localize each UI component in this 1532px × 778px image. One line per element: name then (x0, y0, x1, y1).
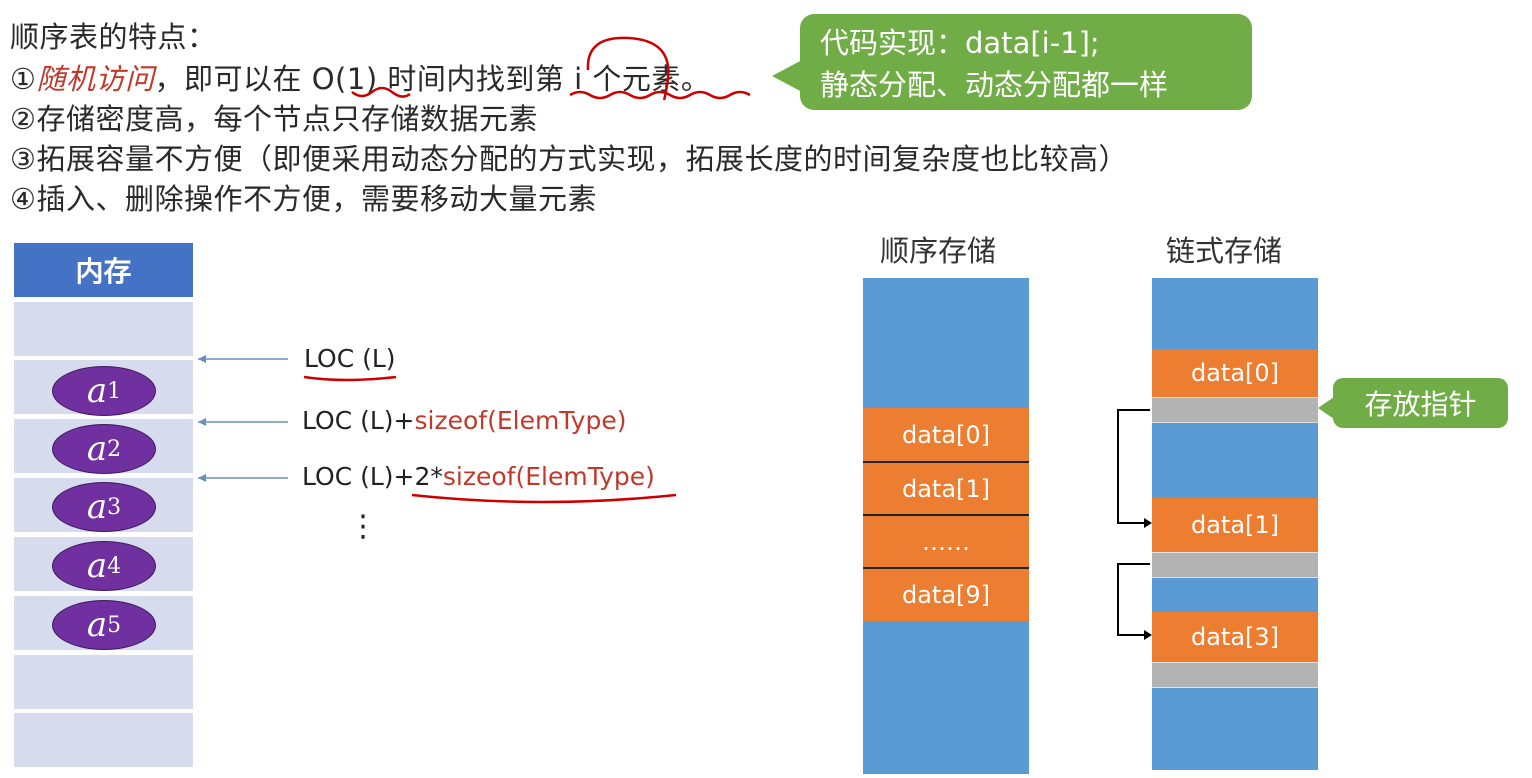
feature-4-number: ④ (10, 182, 37, 216)
element-a1-base: a (86, 371, 108, 411)
feature-2-text: 存储密度高，每个节点只存储数据元素 (36, 102, 539, 136)
element-a4-base: a (86, 546, 108, 586)
cell-divider (863, 567, 1029, 569)
pointer-arrow-1 (1117, 409, 1150, 524)
element-a5-base: a (86, 605, 108, 645)
element-a3-base: a (86, 487, 108, 527)
address-loc-2: LOC (L)+2*sizeof(ElemType) (302, 462, 655, 491)
cell-divider (863, 461, 1029, 463)
pointer-arrows (1117, 409, 1152, 640)
feature-3-number: ③ (10, 142, 37, 176)
element-a2-sub: 2 (107, 436, 122, 462)
memory-cell (14, 655, 193, 711)
element-a1-sub: 1 (107, 378, 122, 404)
pointer-callout: 存放指针 (1333, 378, 1508, 428)
address-loc-2-prefix: LOC (L)+2* (302, 462, 443, 491)
memory-header: 内存 (14, 243, 193, 297)
callout-line-1: 代码实现：data[i-1]; (820, 22, 1252, 64)
feature-4-text: 插入、删除操作不方便，需要移动大量元素 (36, 182, 598, 216)
sequential-storage-title: 顺序存储 (880, 234, 997, 268)
cell-divider (863, 514, 1029, 516)
pointer-callout-tail (1318, 397, 1334, 419)
code-callout: 代码实现：data[i-1]; 静态分配、动态分配都一样 (800, 14, 1252, 110)
element-a5-sub: 5 (107, 612, 122, 638)
element-a2-base: a (86, 429, 108, 469)
underline-sizeof (411, 493, 677, 504)
memory-cell (14, 302, 193, 358)
pointer-cell (1152, 552, 1318, 578)
memory-cell (14, 713, 193, 769)
callout-line-2: 静态分配、动态分配都一样 (820, 68, 1169, 102)
underline-o1 (351, 86, 411, 98)
pointer-cell (1152, 397, 1318, 423)
circle-ith-element (586, 36, 670, 101)
address-loc-1: LOC (L)+sizeof(ElemType) (302, 406, 626, 435)
sequential-cell: data[1] (863, 463, 1029, 515)
feature-3-text: 拓展容量不方便（即便采用动态分配的方式实现，拓展长度的时间复杂度也比较高） (36, 142, 1129, 176)
pointer-cell (1152, 662, 1318, 688)
linked-data-cell: data[1] (1152, 498, 1318, 552)
sequential-cell: data[0] (863, 408, 1029, 462)
page-heading: 顺序表的特点： (10, 20, 217, 54)
address-ellipsis: ⋮ (348, 509, 378, 544)
feature-1-number: ① (10, 62, 37, 96)
address-loc-1-sizeof: sizeof(ElemType) (414, 406, 627, 435)
element-a3-sub: 3 (107, 494, 122, 520)
linked-data-cell: data[0] (1152, 349, 1318, 397)
feature-1-highlight: 随机访问 (36, 62, 155, 96)
linked-data-cell: data[3] (1152, 612, 1318, 662)
feature-2-number: ② (10, 102, 37, 136)
feature-1: ①随机访问，即可以在 O(1) 时间内找到第 i 个元素。 (10, 56, 710, 98)
callout-label: 代码实现： (820, 26, 966, 60)
address-loc-0: LOC (L) (304, 344, 396, 373)
feature-1-text: ，即可以在 O(1) 时间内找到第 i 个元素。 (154, 62, 711, 96)
underline-loc (303, 375, 397, 382)
underline-find-element (569, 90, 751, 100)
sequential-cell: data[9] (863, 569, 1029, 621)
pointer-arrow-2 (1117, 563, 1150, 636)
address-loc-2-sizeof: sizeof(ElemType) (442, 462, 655, 491)
feature-2: ②存储密度高，每个节点只存储数据元素 (10, 96, 538, 138)
feature-4: ④插入、删除操作不方便，需要移动大量元素 (10, 176, 597, 218)
callout-code: data[i-1]; (965, 26, 1100, 60)
linked-storage-title: 链式存储 (1166, 234, 1283, 268)
address-loc-1-prefix: LOC (L)+ (302, 406, 415, 435)
callout-tail (772, 60, 802, 92)
feature-3: ③拓展容量不方便（即便采用动态分配的方式实现，拓展长度的时间复杂度也比较高） (10, 136, 1128, 178)
sequential-cell: …… (863, 516, 1029, 568)
element-a4-sub: 4 (107, 553, 122, 579)
